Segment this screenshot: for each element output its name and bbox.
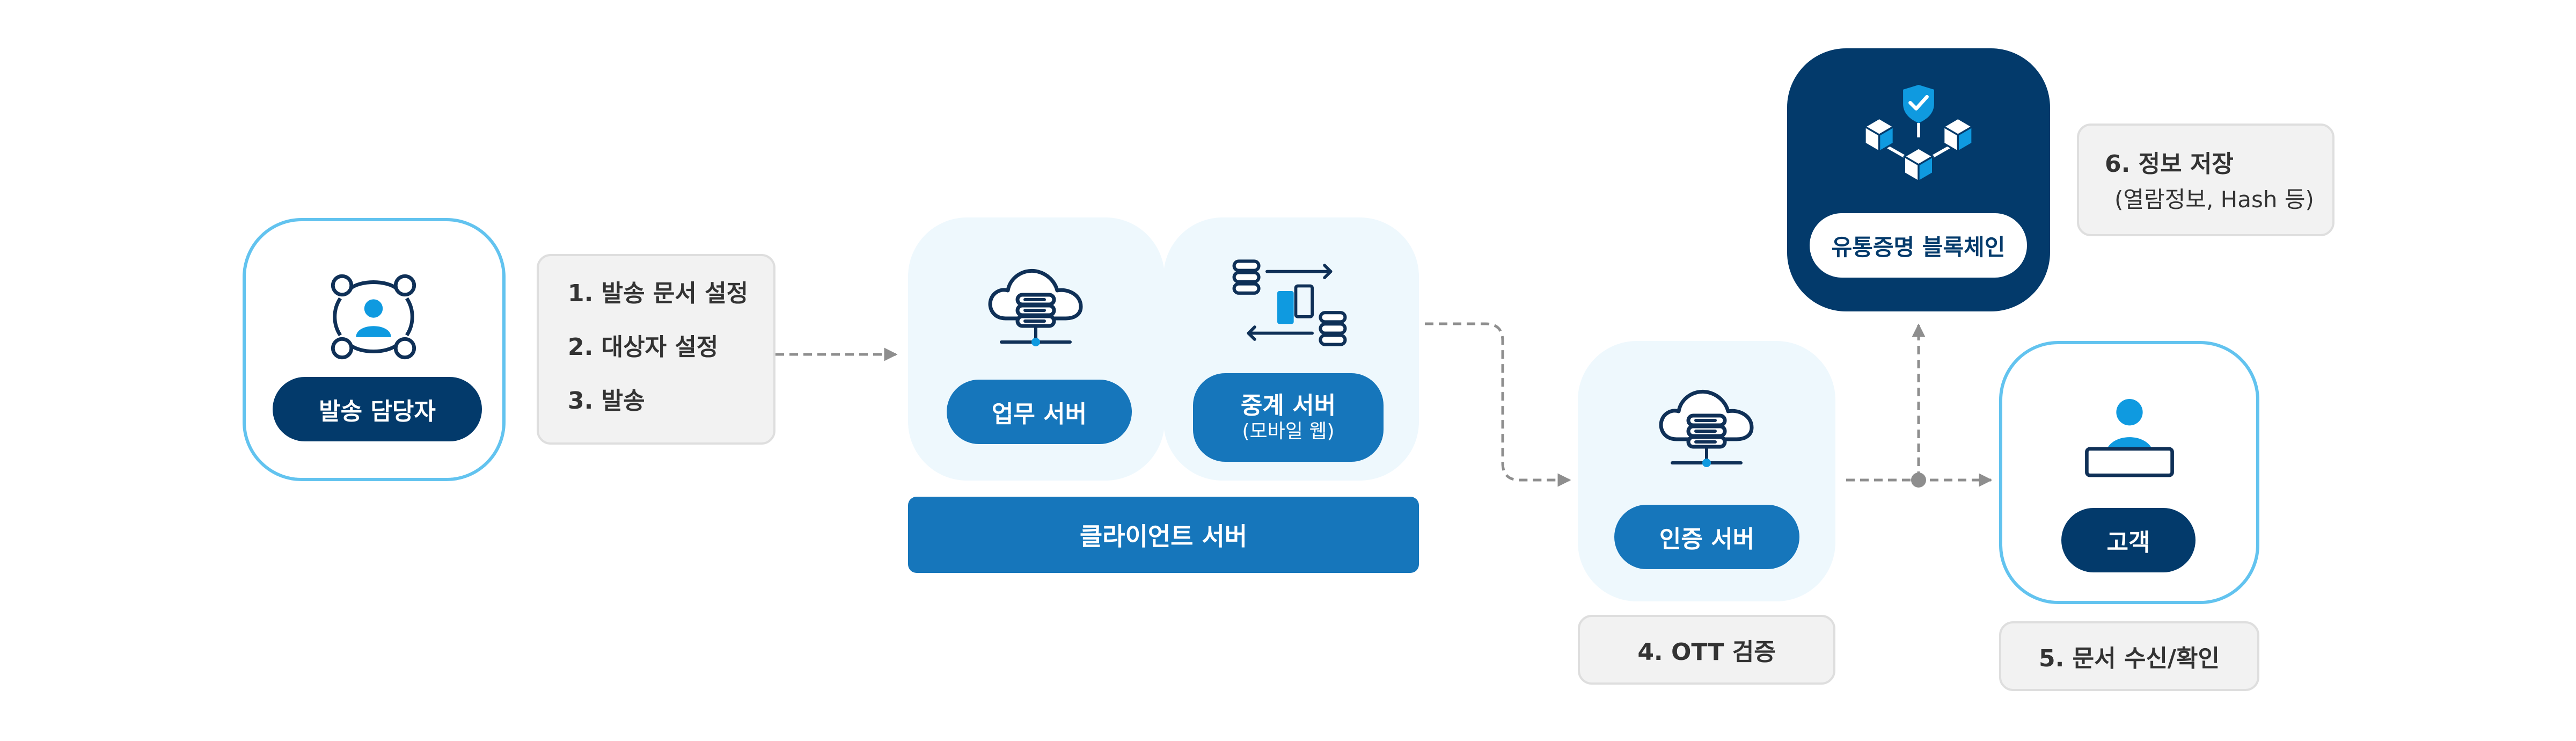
client-server-bar: 클라이언트 서버: [908, 497, 1419, 573]
sender-node: 발송 담당자: [243, 218, 506, 481]
relay-server-sublabel: (모바일 웹): [1242, 420, 1335, 443]
store-detail: (열람정보, Hash 등): [2114, 186, 2314, 213]
sender-label: 발송 담당자: [273, 377, 482, 441]
step-1: 1. 발송 문서 설정: [568, 280, 749, 307]
work-server-label: 업무 서버: [947, 380, 1132, 444]
receive-note: 5. 문서 수신/확인: [1999, 621, 2259, 691]
relay-server-label: 중계 서버 (모바일 웹): [1193, 373, 1384, 462]
cloud-server-icon: [1653, 381, 1760, 478]
blockchain-node: 유통증명 블록체인: [1787, 48, 2050, 311]
customer-label: 고객: [2061, 508, 2196, 572]
step-3: 3. 발송: [568, 387, 645, 415]
data-transfer-icon: [1228, 255, 1351, 352]
arrow-client-to-auth: [1425, 322, 1571, 487]
customer-node: 고객: [1999, 341, 2259, 604]
auth-server-label: 인증 서버: [1614, 505, 1799, 569]
step-2: 2. 대상자 설정: [568, 333, 719, 361]
work-server-card: 업무 서버: [908, 217, 1165, 481]
junction-dot: [1911, 473, 1926, 488]
blockchain-cubes-icon: [1841, 85, 1996, 192]
user-at-desk-icon: [2079, 390, 2180, 486]
ott-note: 4. OTT 검증: [1578, 615, 1835, 685]
people-network-icon: [327, 271, 420, 363]
store-title: 6. 정보 저장: [2105, 150, 2234, 178]
blockchain-label: 유통증명 블록체인: [1810, 213, 2027, 278]
relay-server-title: 중계 서버: [1240, 391, 1336, 419]
auth-server-card: 인증 서버: [1578, 341, 1835, 601]
cloud-server-icon: [982, 260, 1089, 357]
store-info-note: 6. 정보 저장 (열람정보, Hash 등): [2077, 124, 2334, 236]
sender-steps-note: 1. 발송 문서 설정 2. 대상자 설정 3. 발송: [537, 254, 775, 445]
relay-server-card: 중계 서버 (모바일 웹): [1163, 217, 1419, 481]
